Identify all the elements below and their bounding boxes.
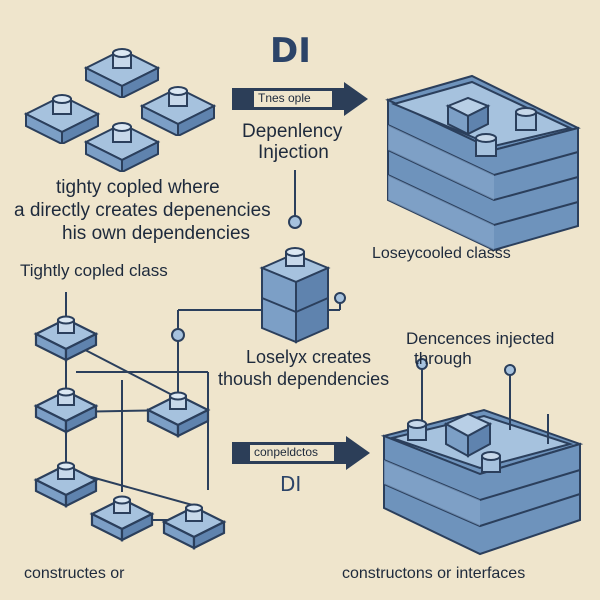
stack-cube-small	[481, 451, 501, 473]
connector-pin-icon	[504, 364, 516, 376]
block-icon	[34, 315, 98, 362]
block-icon	[162, 503, 226, 550]
block-icon	[90, 495, 154, 542]
block-icon	[141, 86, 215, 136]
block-icon	[85, 48, 159, 98]
arrow-right-icon	[232, 436, 370, 470]
center-caption-line2: Injection	[258, 142, 329, 163]
stack-cube-small	[515, 107, 537, 131]
loose-stack-bottom	[380, 358, 584, 556]
block-icon	[34, 461, 98, 508]
bottom-right-caption: constructons or interfaces	[342, 565, 526, 582]
page-title: DI	[270, 31, 311, 71]
block-icon	[146, 391, 210, 438]
tight-cluster-top	[25, 48, 215, 172]
loose-stack-top	[385, 74, 581, 252]
tight-description-line3: his own dependencies	[62, 223, 251, 244]
block-icon	[85, 122, 159, 172]
bottom-title: DI	[280, 472, 302, 496]
middle-caption-line1: Loselyx creates	[246, 347, 372, 367]
stack-cube-large	[445, 96, 491, 136]
bottom-left-caption: constructes or	[24, 565, 125, 582]
stack-cube-small	[407, 419, 427, 441]
loose-top-caption: Loseycooled classs	[372, 245, 511, 262]
stack-cube-large	[443, 412, 493, 458]
connector-pin-icon	[416, 358, 428, 370]
injected-caption-line2: through	[414, 349, 472, 368]
injected-caption-line1: Dencences injected	[406, 329, 555, 348]
tight-description-line2: a directly creates depenencies	[14, 200, 271, 221]
stack-cube-small	[475, 133, 497, 157]
connector-pin-icon	[288, 215, 302, 229]
tight-description-line1: tighty copled where	[56, 177, 220, 198]
center-caption-line1: Depenlency	[242, 121, 343, 142]
middle-caption-line2: thoush dependencies	[218, 369, 390, 389]
tight-network-blocks	[34, 315, 226, 550]
tight-class-label: Tightly copled class	[20, 261, 168, 280]
connector-pin-icon	[334, 292, 346, 304]
block-icon	[34, 387, 98, 434]
block-icon	[25, 94, 99, 144]
injector-column	[259, 247, 331, 344]
bottom-arrow-label: conpeldctos	[254, 445, 319, 459]
arrow-right-icon	[232, 82, 368, 116]
top-arrow-label: Tnes ople	[258, 91, 311, 105]
connector-pin-icon	[171, 328, 185, 342]
